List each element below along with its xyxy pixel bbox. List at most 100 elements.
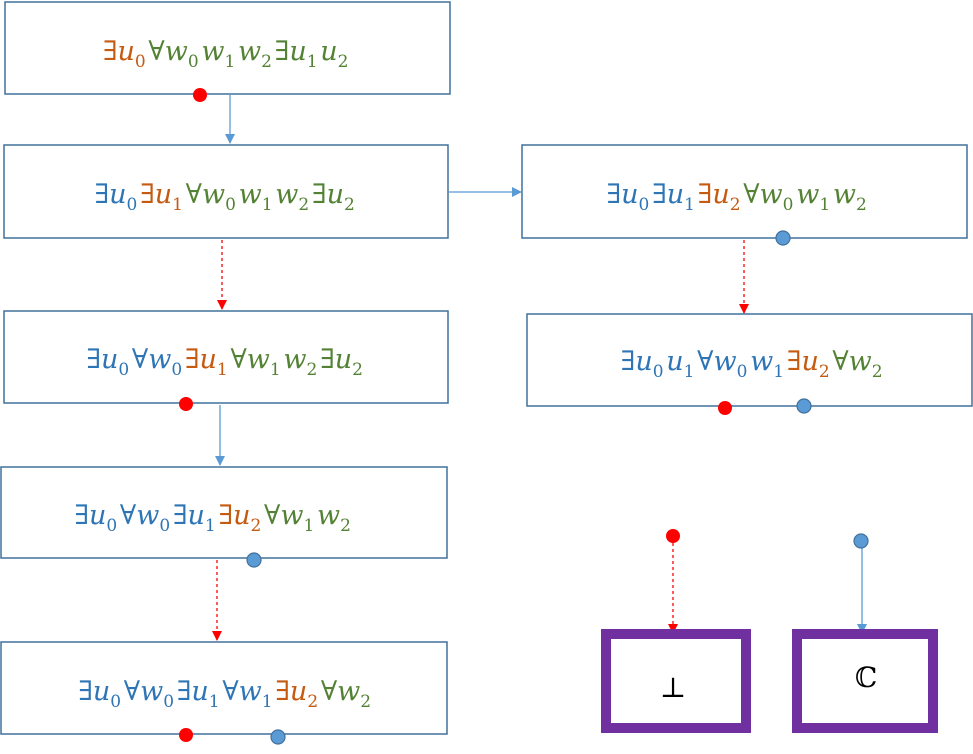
forall-symbol: ∀ [743, 179, 760, 210]
exists-symbol: ∃ [275, 676, 290, 707]
red-dot [179, 728, 193, 742]
subscript: 1 [262, 692, 273, 712]
forall-symbol: ∀ [124, 676, 141, 707]
subscript: 1 [773, 362, 784, 382]
formula-text-3: ∃u0 ∀w0 ∃u1 ∀w1 w2 ∃u2 [86, 344, 365, 380]
blue-dot [270, 729, 286, 745]
subscript: 1 [217, 360, 228, 380]
subscript: 0 [783, 195, 794, 215]
variable: w [750, 346, 773, 377]
subscript: 0 [135, 52, 146, 72]
formula-box-6: ∃u0 ∃u1 ∃u2 ∀w0 w1 w2 [521, 144, 968, 239]
subscript: 0 [639, 195, 650, 215]
subscript: 1 [684, 195, 695, 215]
variable: u [666, 346, 683, 377]
red-dot [193, 88, 207, 102]
variable: u [188, 500, 205, 531]
blue-dot [775, 230, 791, 246]
variable: w [833, 179, 856, 210]
variable: w [136, 500, 159, 531]
subscript: 2 [261, 52, 272, 72]
variable: w [201, 36, 224, 67]
exists-symbol: ∃ [652, 179, 667, 210]
red-dot [666, 529, 680, 543]
variable: u [635, 346, 652, 377]
variable: u [191, 676, 208, 707]
forall-symbol: ∀ [120, 500, 137, 531]
exists-symbol: ∃ [312, 179, 327, 210]
subscript: 2 [340, 516, 351, 536]
subscript: 0 [127, 195, 138, 215]
variable: u [801, 346, 818, 377]
complex-terminal-box: ℂ [792, 629, 938, 733]
subscript: 0 [653, 362, 664, 382]
subscript: 1 [270, 360, 281, 380]
variable: w [337, 676, 360, 707]
subscript: 2 [251, 516, 262, 536]
variable: w [148, 344, 171, 375]
subscript: 2 [360, 692, 371, 712]
subscript: 2 [298, 195, 309, 215]
blue-dot [853, 533, 869, 549]
subscript: 2 [352, 360, 363, 380]
variable: w [280, 500, 303, 531]
subscript: 1 [307, 52, 318, 72]
variable: u [200, 344, 217, 375]
exists-symbol: ∃ [95, 179, 110, 210]
variable: u [155, 179, 172, 210]
subscript: 0 [737, 362, 748, 382]
subscript: 1 [819, 195, 830, 215]
formula-text-4: ∃u0 ∀w0 ∃u1 ∃u2 ∀w1 w2 [74, 500, 353, 536]
formula-text-6: ∃u0 ∃u1 ∃u2 ∀w0 w1 w2 [607, 179, 870, 215]
exists-symbol: ∃ [78, 676, 93, 707]
formula-text-7: ∃u0 u1 ∀w0 w1 ∃u2 ∀w2 [621, 346, 886, 382]
variable: w [165, 36, 188, 67]
variable: w [283, 344, 306, 375]
red-dot [179, 397, 193, 411]
variable: w [713, 346, 736, 377]
forall-symbol: ∀ [132, 344, 149, 375]
exists-symbol: ∃ [86, 344, 101, 375]
exists-symbol: ∃ [173, 500, 188, 531]
subscript: 1 [684, 362, 695, 382]
formula-text-2: ∃u0 ∃u1 ∀w0 w1 w2 ∃u2 [95, 179, 358, 215]
subscript: 1 [262, 195, 273, 215]
subscript: 0 [159, 516, 170, 536]
variable: u [667, 179, 684, 210]
forall-symbol: ∀ [230, 344, 247, 375]
forall-symbol: ∀ [186, 179, 203, 210]
variable: u [93, 676, 110, 707]
variable: u [320, 36, 337, 67]
subscript: 1 [303, 516, 314, 536]
forall-symbol: ∀ [148, 36, 165, 67]
red-dot [718, 401, 732, 415]
subscript: 2 [344, 195, 355, 215]
variable: u [327, 179, 344, 210]
variable: u [101, 344, 118, 375]
exists-symbol: ∃ [218, 500, 233, 531]
variable: w [760, 179, 783, 210]
formula-box-5: ∃u0 ∀w0 ∃u1 ∀w1 ∃u2 ∀w2 [0, 641, 448, 735]
subscript: 2 [856, 195, 867, 215]
variable: u [109, 179, 126, 210]
subscript: 2 [338, 52, 349, 72]
forall-symbol: ∀ [321, 676, 338, 707]
exists-symbol: ∃ [74, 500, 89, 531]
exists-symbol: ∃ [185, 344, 200, 375]
bottom-symbol: ⊥ [660, 671, 686, 704]
blue-dot [796, 398, 812, 414]
exists-symbol: ∃ [320, 344, 335, 375]
formula-box-7: ∃u0 u1 ∀w0 w1 ∃u2 ∀w2 [526, 313, 973, 407]
forall-symbol: ∀ [264, 500, 281, 531]
variable: w [239, 179, 262, 210]
forall-symbol: ∀ [222, 676, 239, 707]
exists-symbol: ∃ [698, 179, 713, 210]
formula-text-5: ∃u0 ∀w0 ∃u1 ∀w1 ∃u2 ∀w2 [78, 676, 374, 712]
forall-symbol: ∀ [697, 346, 714, 377]
subscript: 2 [730, 195, 741, 215]
subscript: 0 [106, 516, 117, 536]
exists-symbol: ∃ [607, 179, 622, 210]
bottom-terminal-box: ⊥ [601, 629, 751, 733]
